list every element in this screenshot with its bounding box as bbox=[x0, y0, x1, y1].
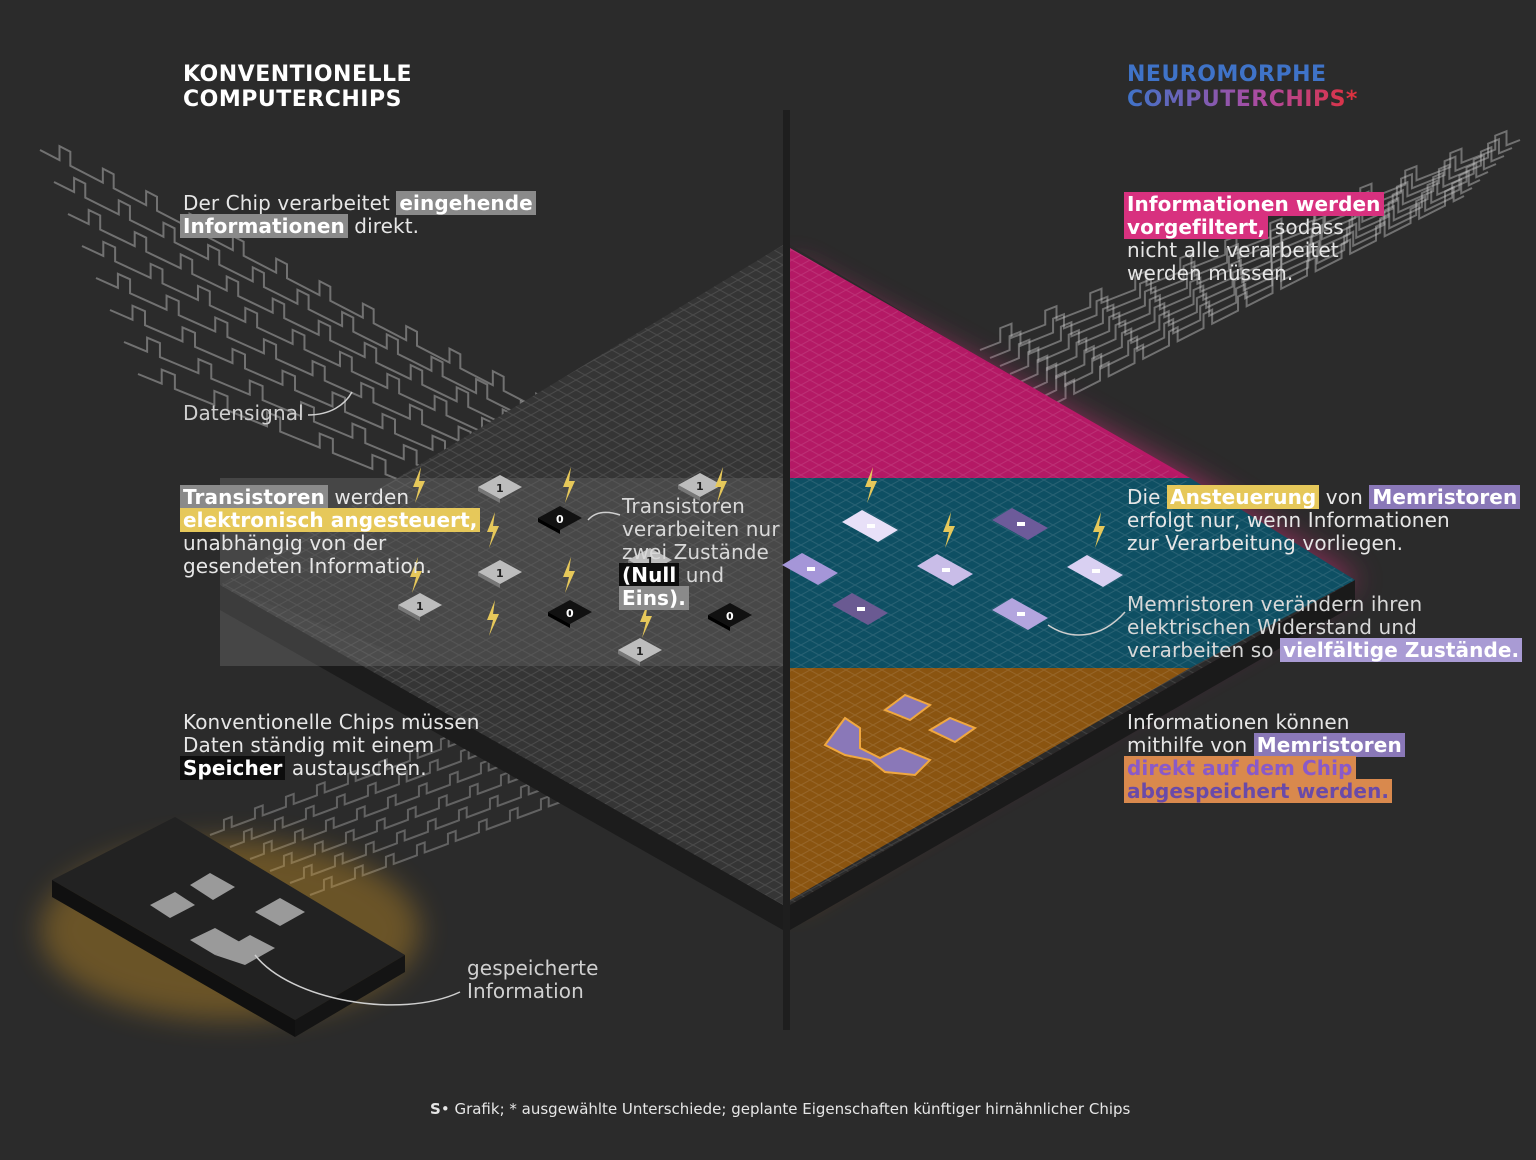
lightning-icon bbox=[715, 467, 727, 503]
right-resist-note: Memristoren verändern ihren elektrischen… bbox=[1127, 593, 1523, 662]
signal-pulse-line bbox=[53, 176, 591, 451]
memristor bbox=[917, 554, 973, 586]
divider-line bbox=[783, 110, 790, 1030]
transistor-side bbox=[538, 518, 560, 534]
memristor-contact bbox=[857, 607, 865, 611]
right-store-note: Informationen können mithilfe von Memris… bbox=[1124, 711, 1405, 803]
lightning-icon bbox=[563, 467, 575, 503]
lightning-icon bbox=[943, 512, 955, 548]
signal-pulse-line bbox=[1049, 185, 1465, 407]
left-title: KONVENTIONELLE COMPUTERCHIPS bbox=[183, 62, 412, 112]
transistor-side bbox=[548, 612, 570, 628]
lightning-icon bbox=[865, 467, 877, 503]
source-logo: S bbox=[430, 1100, 441, 1118]
transistor-side bbox=[678, 485, 700, 501]
memristor bbox=[782, 553, 838, 585]
transistor-state-label: 1 bbox=[696, 480, 704, 493]
signal-pulse-line bbox=[39, 144, 561, 421]
signal-pulse-line bbox=[1009, 153, 1497, 375]
right-control-note: Die Ansteuerung von Memristoren erfolgt … bbox=[1127, 485, 1521, 555]
signal-pulse-line bbox=[1029, 169, 1481, 391]
signal-pulse-line bbox=[1019, 161, 1489, 383]
left-signal-lines bbox=[39, 144, 771, 631]
footer-note: S• Grafik; * ausgewählte Unterschiede; g… bbox=[430, 1100, 1131, 1118]
memristor bbox=[842, 510, 898, 542]
datensignal-pointer bbox=[307, 391, 353, 416]
transistor-group: 1 0 1 1 0 1 0 1 1 bbox=[398, 473, 752, 666]
memristor-contact bbox=[1017, 612, 1025, 616]
transistor-side bbox=[618, 650, 640, 666]
memristor-contact bbox=[867, 524, 875, 528]
signal-pulse-line bbox=[989, 137, 1513, 359]
transistor: 1 bbox=[618, 638, 662, 666]
signal-pulse-line bbox=[1039, 177, 1473, 399]
transistor: 1 bbox=[478, 560, 522, 588]
stored-info-note: gespeicherte Information bbox=[467, 956, 599, 1003]
signal-pulse-line bbox=[979, 129, 1521, 351]
transistor-state-label: 1 bbox=[416, 600, 424, 613]
memristor-contact bbox=[807, 567, 815, 571]
transistor-state-label: 1 bbox=[646, 555, 654, 568]
lightning-icon bbox=[1093, 512, 1105, 548]
left-transistor-note: Transistoren werden elektronisch angeste… bbox=[180, 485, 481, 578]
neuromorphic-chip bbox=[790, 245, 1355, 930]
transistor: 1 bbox=[678, 473, 722, 501]
memristor-contact bbox=[942, 568, 950, 572]
transistor: 0 bbox=[538, 506, 582, 534]
signal-pulse-line bbox=[999, 145, 1505, 367]
stored-info-pointer bbox=[254, 954, 461, 1006]
transistor-state-label: 0 bbox=[556, 513, 564, 526]
transistor-side bbox=[708, 615, 730, 631]
lightning-icon bbox=[413, 467, 425, 503]
memristor bbox=[1067, 555, 1123, 587]
lightning-bolts bbox=[410, 467, 1105, 638]
transistor-state-label: 1 bbox=[496, 482, 504, 495]
stored-pattern-chip bbox=[823, 693, 978, 777]
transistor-state-label: 1 bbox=[636, 645, 644, 658]
transistor-side bbox=[398, 605, 420, 621]
memristor bbox=[992, 598, 1048, 630]
transistor-side bbox=[478, 487, 500, 503]
transistor-state-label: 0 bbox=[566, 607, 574, 620]
right-signal-lines bbox=[979, 129, 1521, 407]
memristor-contact bbox=[1092, 569, 1100, 573]
right-title: NEUROMORPHE COMPUTERCHIPS* bbox=[1127, 62, 1358, 112]
lightning-icon bbox=[640, 602, 652, 638]
left-input-note: Der Chip verarbeitet eingehende Informat… bbox=[180, 191, 536, 238]
transistor: 1 bbox=[398, 593, 442, 621]
left-title-line1: KONVENTIONELLE bbox=[183, 62, 413, 87]
lightning-icon bbox=[487, 600, 499, 636]
left-memory-note: Konventionelle Chips müssen Daten ständi… bbox=[180, 711, 480, 780]
left-title-line2: COMPUTERCHIPS bbox=[183, 87, 402, 112]
right-title-line2: COMPUTERCHIPS* bbox=[1127, 87, 1358, 112]
transistor: 0 bbox=[548, 600, 592, 628]
memristor-contact bbox=[1017, 522, 1025, 526]
memristor bbox=[832, 593, 888, 625]
lightning-icon bbox=[563, 557, 575, 593]
states-pointer bbox=[587, 511, 621, 521]
transistor-state-label: 1 bbox=[496, 567, 504, 580]
memristor-pointer bbox=[1047, 611, 1126, 636]
right-filter-note: Informationen werden vorgefiltert, sodas… bbox=[1124, 192, 1384, 285]
right-title-line1: NEUROMORPHE bbox=[1127, 62, 1327, 87]
stored-pattern-memory bbox=[150, 873, 305, 965]
transistor: 0 bbox=[708, 603, 752, 631]
memristor bbox=[992, 508, 1048, 540]
lightning-icon bbox=[410, 557, 422, 593]
memory-module bbox=[40, 817, 420, 1037]
pointer-lines bbox=[254, 391, 1126, 1006]
datensignal-label: Datensignal bbox=[183, 401, 304, 425]
transistor-side bbox=[478, 572, 500, 588]
transistor: 1 bbox=[478, 475, 522, 503]
lightning-icon bbox=[487, 512, 499, 548]
transistor-state-label: 0 bbox=[726, 610, 734, 623]
memristor-group bbox=[782, 508, 1123, 630]
left-states-note: Transistoren verarbeiten nur zwei Zustän… bbox=[619, 495, 780, 610]
